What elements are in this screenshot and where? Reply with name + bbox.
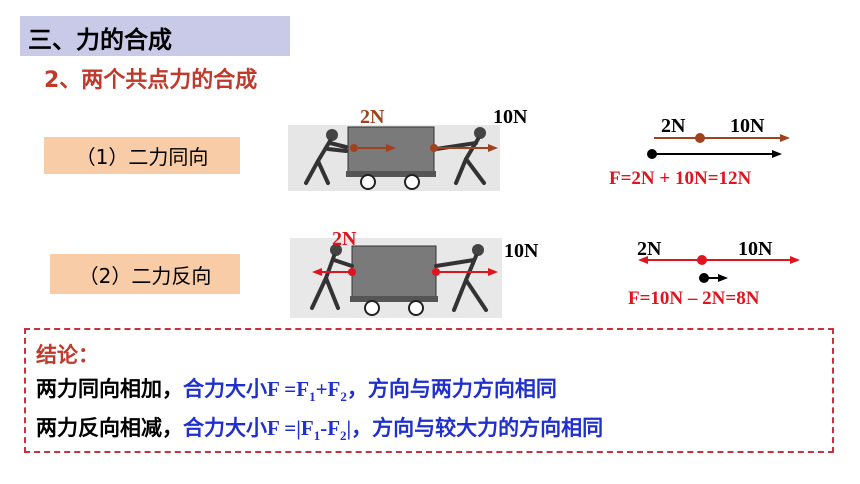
line1-sub1: 1 [309, 389, 316, 405]
conclusion-box [24, 328, 834, 453]
case2-result: F=10N – 2N=8N [628, 288, 760, 309]
section-title: 三、力的合成 [28, 26, 172, 54]
case1-result: F=2N + 10N=12N [609, 168, 752, 189]
case2-illustration [290, 238, 502, 318]
case2-diagram-force-large: 10N [738, 238, 773, 260]
line1-sub2: 2 [340, 389, 347, 405]
line1-suffix: ，方向与两力方向相同 [346, 376, 557, 401]
conclusion-line-opposite-direction: 两力反向相减，合力大小F =|F1-F2|，方向与较大力的方向相同 [36, 412, 603, 444]
line2-prefix: 两力反向相减， [36, 415, 183, 440]
case1-vector-diagram [647, 133, 790, 159]
case2-vector-diagram [638, 255, 800, 283]
line1-prefix: 两力同向相加， [36, 376, 183, 401]
conclusion-title: 结论： [36, 343, 99, 367]
line2-suffix: ，方向与较大力的方向相同 [351, 415, 604, 440]
case1-picture-force-large: 10N [493, 106, 528, 128]
case1-label: （1）二力同向 [44, 137, 240, 174]
case1-diagram-force-small: 2N [661, 115, 686, 137]
case2-diagram-force-small: 2N [637, 238, 662, 260]
line2-sub1: 1 [313, 428, 321, 444]
case2-picture-force-large: 10N [504, 240, 539, 262]
case2-label: （2）二力反向 [50, 254, 240, 294]
section-title-bar [20, 16, 290, 56]
line2-sub2: 2 [340, 428, 347, 444]
case2-picture-force-small: 2N [332, 228, 357, 250]
line1-plus: +F [315, 377, 341, 401]
line1-formula-F: F =F [267, 377, 310, 401]
subtitle: 2、两个共点力的合成 [44, 68, 258, 93]
line2-formula-F: F =|F [267, 416, 314, 440]
line2-abs: | [346, 416, 352, 440]
line1-mid: 合力大小 [183, 376, 267, 401]
case1-diagram-force-large: 10N [730, 115, 765, 137]
line2-mid: 合力大小 [183, 415, 267, 440]
conclusion-line-same-direction: 两力同向相加，合力大小F =F1+F2，方向与两力方向相同 [36, 373, 557, 405]
case1-illustration [288, 125, 500, 191]
line2-minus: -F [320, 416, 341, 440]
case1-picture-force-small: 2N [360, 106, 385, 128]
